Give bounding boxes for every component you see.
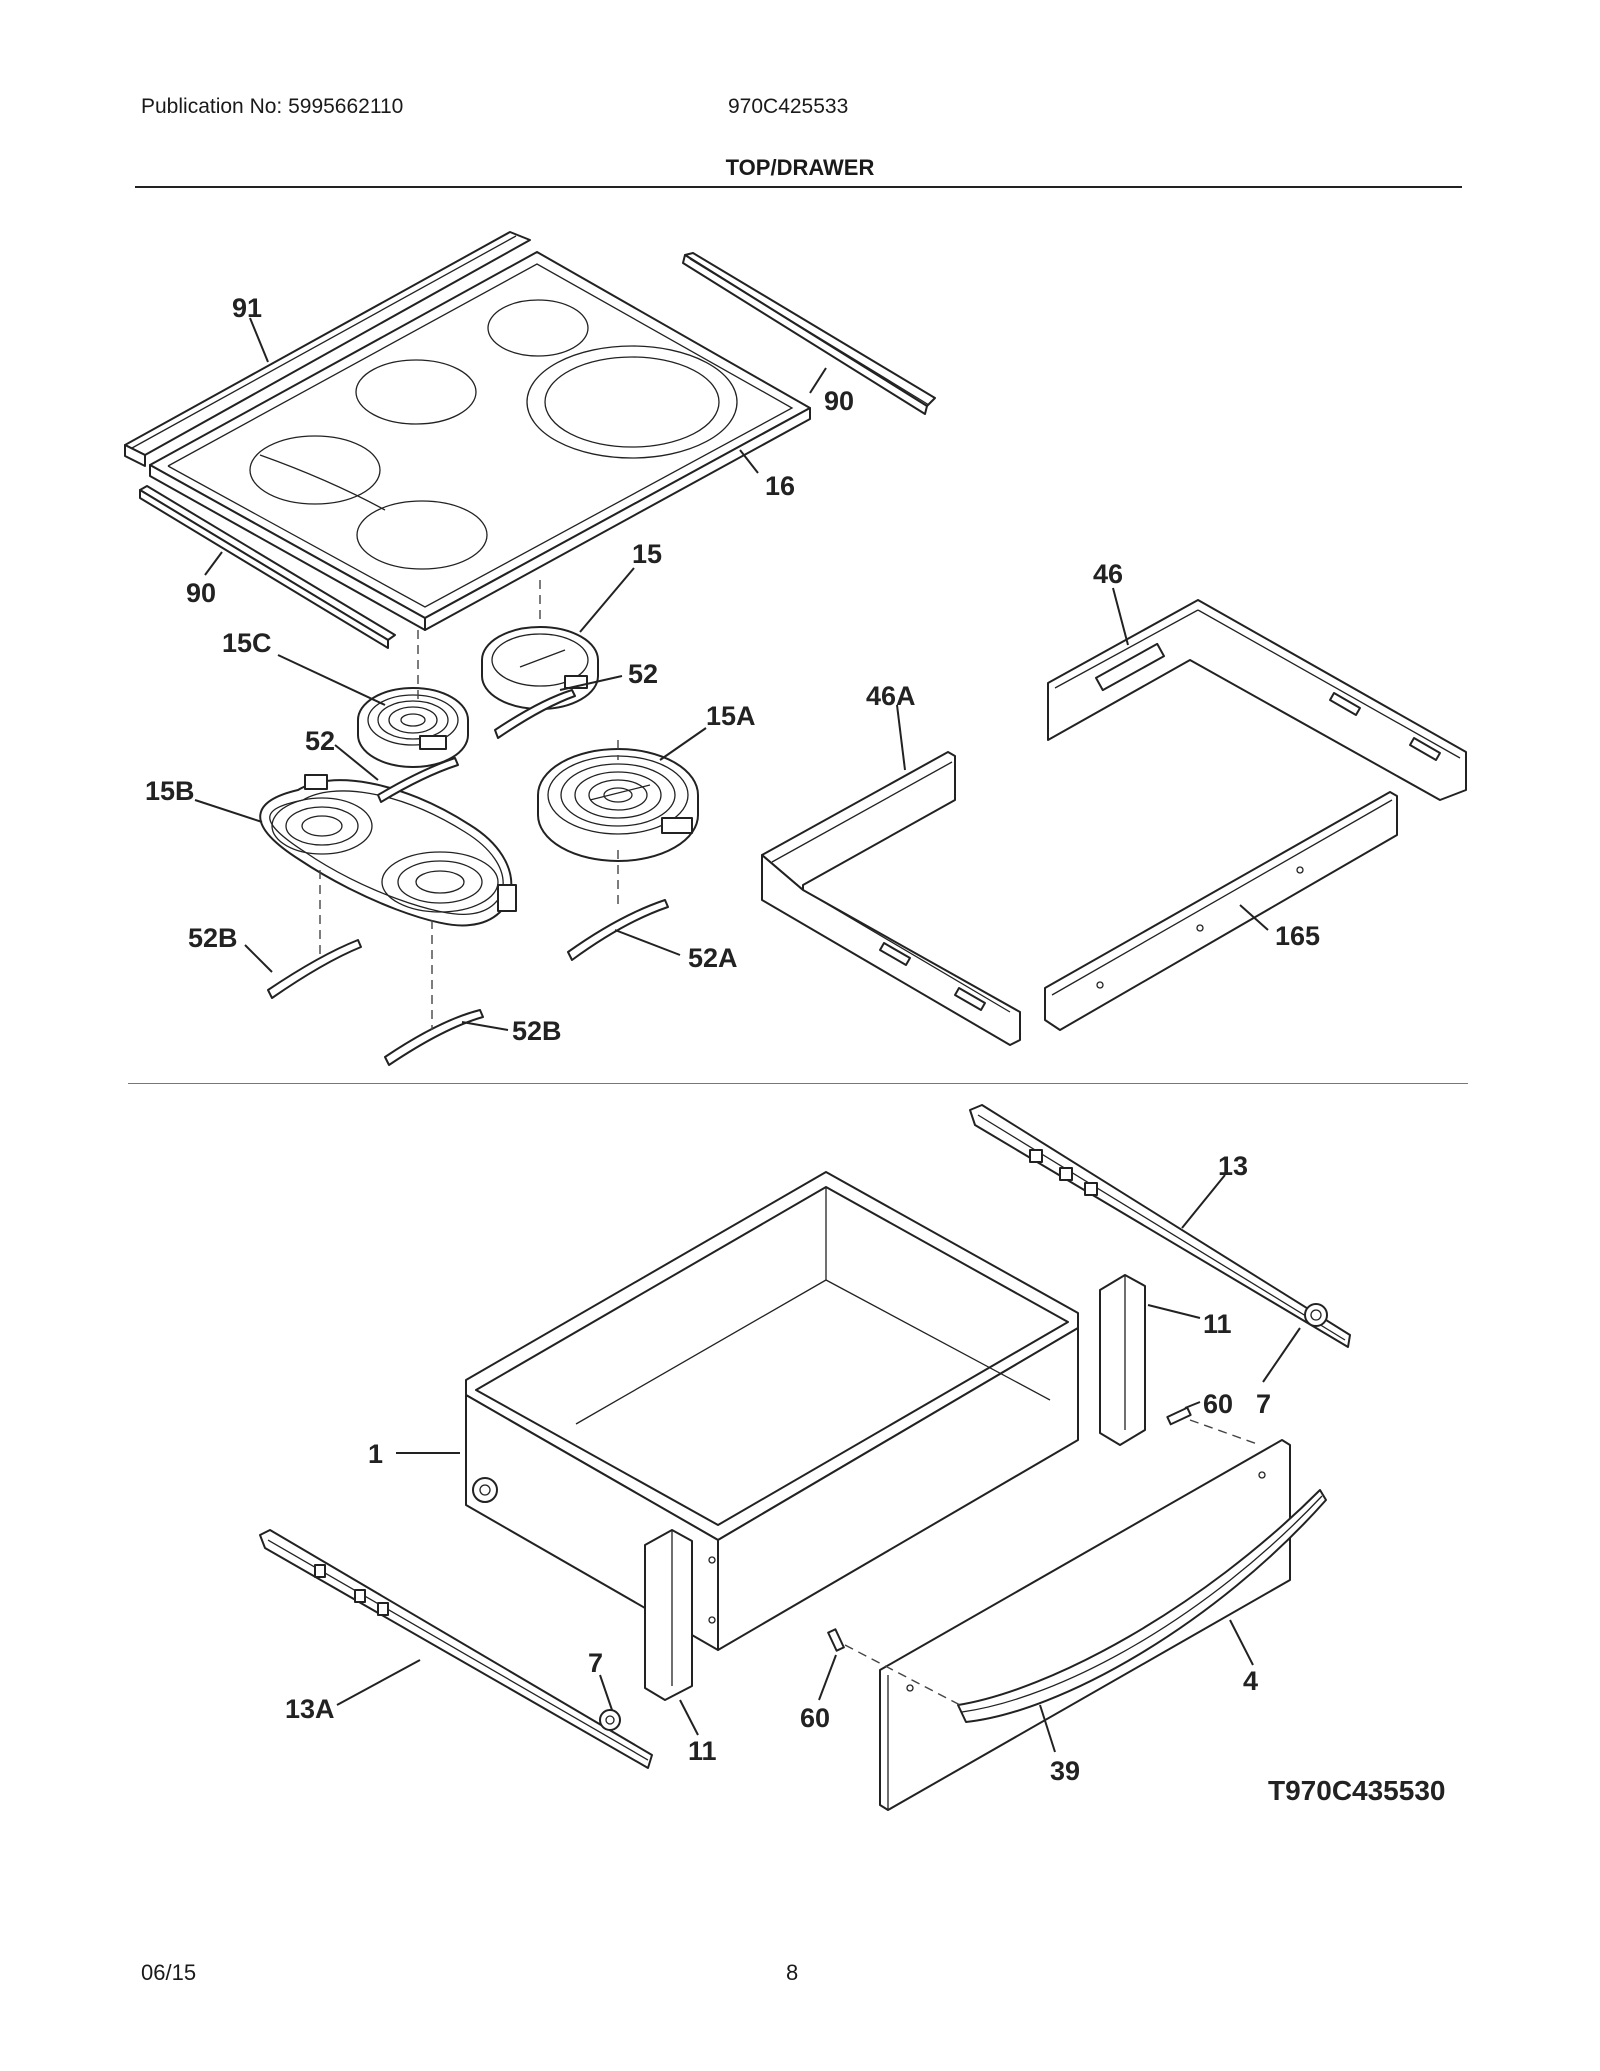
callout-60-right: 60 <box>1203 1389 1233 1419</box>
publication-number: Publication No: 5995662110 <box>141 95 404 118</box>
callout-11-left: 11 <box>688 1736 717 1766</box>
callout-15b: 15B <box>145 776 195 806</box>
callout-11-right: 11 <box>1203 1309 1232 1339</box>
part-13a-slide-rail-left <box>259 1529 653 1769</box>
callout-7-left: 7 <box>588 1648 603 1678</box>
part-15-radiant-element <box>481 626 599 710</box>
diagram-code: T970C435530 <box>1268 1775 1445 1806</box>
part-52-strap-left <box>377 757 459 803</box>
callout-4: 4 <box>1243 1666 1258 1696</box>
part-60-screw-left <box>827 1628 845 1652</box>
part-11-bracket-left <box>644 1529 693 1701</box>
part-52a-strap <box>567 899 669 961</box>
part-165-drawer-rail-right <box>1044 791 1398 1031</box>
part-15c-radiant-element <box>357 687 469 768</box>
header-rule <box>135 186 1462 188</box>
callout-13: 13 <box>1218 1151 1248 1181</box>
part-46-drawer-frame-rear <box>1047 599 1467 801</box>
callout-52a: 52A <box>688 943 738 973</box>
callout-90-left: 90 <box>186 578 216 608</box>
callout-39: 39 <box>1050 1756 1080 1786</box>
part-1-drawer-box <box>465 1171 1079 1651</box>
callout-52-left: 52 <box>305 726 335 756</box>
callout-15: 15 <box>632 539 662 569</box>
part-60-screw-right <box>1166 1406 1192 1426</box>
callout-165: 165 <box>1275 921 1320 951</box>
callout-46a: 46A <box>866 681 916 711</box>
part-15a-radiant-element <box>537 748 699 862</box>
callout-15a: 15A <box>706 701 756 731</box>
callout-7-right: 7 <box>1256 1389 1271 1419</box>
callout-16: 16 <box>765 471 795 501</box>
alignment-lines-top <box>319 580 619 1030</box>
callout-46: 46 <box>1093 559 1123 589</box>
part-90-side-trim-right <box>682 252 936 415</box>
leader-lines <box>194 317 1301 1753</box>
callout-91: 91 <box>232 293 262 323</box>
footer-date: 06/15 <box>141 1960 197 1985</box>
part-15b-bridge-element <box>259 774 517 927</box>
model-number: 970C425533 <box>728 95 849 118</box>
part-13-slide-rail-right <box>969 1104 1351 1348</box>
part-11-bracket-right <box>1099 1274 1146 1446</box>
callout-60-left: 60 <box>800 1703 830 1733</box>
part-39-drawer-handle <box>957 1489 1327 1723</box>
part-52-strap-upper <box>494 689 576 739</box>
part-90-side-trim-left <box>139 485 396 649</box>
part-91-rear-trim <box>124 231 531 467</box>
callout-52-upper: 52 <box>628 659 658 689</box>
callout-52b-upper: 52B <box>188 923 238 953</box>
footer-page-number: 8 <box>786 1960 799 1985</box>
callout-1: 1 <box>368 1439 383 1469</box>
callout-13a: 13A <box>285 1694 335 1724</box>
callout-90-right: 90 <box>824 386 854 416</box>
part-16-cooktop-glass <box>149 251 811 631</box>
section-divider <box>128 1083 1468 1084</box>
callout-52b-lower: 52B <box>512 1016 562 1046</box>
callout-15c: 15C <box>222 628 272 658</box>
part-52b-strap-upper <box>267 939 362 999</box>
alignment-lines-bottom <box>844 1419 1261 1706</box>
part-46a-drawer-frame-left <box>761 751 1021 1046</box>
section-title: TOP/DRAWER <box>725 155 875 180</box>
part-52b-strap-lower <box>384 1009 484 1066</box>
